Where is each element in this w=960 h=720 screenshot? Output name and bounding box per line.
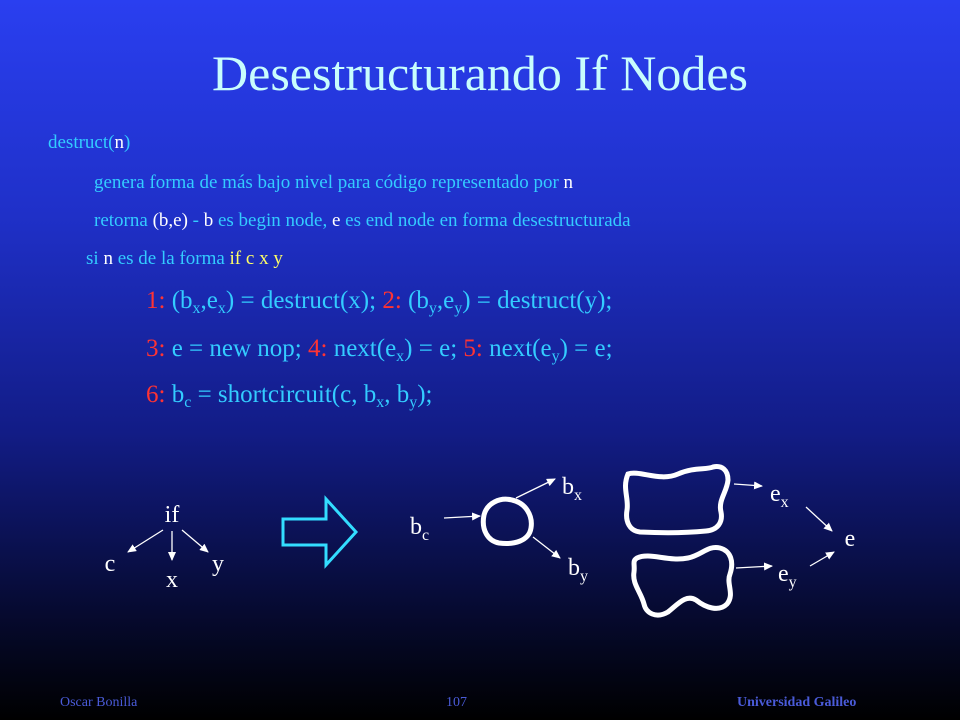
- text-fragment: ) = destruct(y);: [462, 287, 613, 314]
- text-fragment: es end node en forma desestructurada: [340, 210, 631, 231]
- edge-start-bx: [515, 478, 556, 499]
- step-number: 6:: [146, 381, 166, 408]
- text-fragment: (b: [165, 287, 193, 314]
- tree-node-x: x: [166, 567, 178, 593]
- text-fragment: next(e: [327, 335, 397, 362]
- text-fragment: b: [165, 381, 185, 408]
- text-fragment: n: [563, 172, 574, 193]
- label-ex: ex: [770, 481, 789, 511]
- text-fragment: (b: [401, 287, 429, 314]
- text-fragment: ): [123, 132, 131, 153]
- label-by: by: [568, 555, 588, 585]
- text-fragment: n: [114, 132, 124, 153]
- code-line-3: 6: bc = shortcircuit(c, bx, by);: [146, 381, 433, 411]
- step-number: 4:: [301, 335, 328, 362]
- tree-node-c: c: [105, 551, 116, 577]
- subscript: x: [376, 394, 385, 411]
- subscript: c: [184, 394, 192, 411]
- label-bx: bx: [562, 474, 582, 504]
- desc-line-destruct: destruct(n): [48, 132, 130, 154]
- text-fragment: (b,e): [152, 210, 188, 231]
- desc-line-genera: genera forma de más bajo nivel para códi…: [94, 172, 573, 194]
- if-tree: if c x y: [105, 502, 224, 593]
- text-fragment: ,e: [200, 287, 218, 314]
- text-fragment: e = new nop;: [165, 335, 302, 362]
- text-fragment: genera forma de más bajo nivel para códi…: [94, 172, 564, 193]
- step-number: 2:: [376, 287, 402, 314]
- label-ey: ey: [778, 561, 797, 591]
- tree-node-y: y: [212, 551, 224, 577]
- subscript: y: [454, 300, 463, 317]
- blob-start-node: [480, 496, 534, 546]
- text-fragment: e: [331, 210, 341, 231]
- desc-line-si: si n es de la forma if c x y: [86, 248, 283, 270]
- subscript: x: [396, 348, 405, 365]
- edge-ex-e: [805, 506, 833, 532]
- transform-arrow-icon: [281, 495, 359, 569]
- step-number: 5:: [457, 335, 483, 362]
- text-fragment: next(e: [482, 335, 552, 362]
- subscript: y: [428, 300, 437, 317]
- edge-blobx-ex: [733, 481, 763, 490]
- text-fragment: );: [417, 381, 433, 408]
- code-line-1: 1: (bx,ex) = destruct(x); 2: (by,ey) = d…: [146, 287, 613, 317]
- label-bc: bc: [410, 514, 429, 544]
- text-fragment: es begin node,: [213, 210, 332, 231]
- text-fragment: ) = e;: [559, 335, 613, 362]
- text-fragment: es de la forma: [112, 248, 230, 269]
- subscript: y: [409, 394, 418, 411]
- text-fragment: ) = destruct(x);: [225, 287, 377, 314]
- edge-bc-start: [443, 512, 481, 521]
- tree-edge-y: [181, 529, 209, 553]
- text-fragment: ) = e;: [404, 335, 458, 362]
- text-fragment: -: [187, 210, 204, 231]
- text-fragment: , b: [384, 381, 410, 408]
- edge-start-by: [532, 536, 561, 559]
- text-fragment: si: [86, 248, 104, 269]
- text-fragment: ,e: [436, 287, 455, 314]
- step-number: 1:: [146, 287, 166, 314]
- subscript: x: [217, 300, 226, 317]
- edge-ey-e: [809, 551, 835, 567]
- edge-bloby-ey: [735, 562, 773, 571]
- footer-institution: Universidad Galileo: [737, 695, 857, 710]
- slide-title: Desestructurando If Nodes: [212, 45, 748, 101]
- blob-x: [623, 464, 731, 536]
- subscript: y: [551, 348, 560, 365]
- text-fragment: destruct(: [48, 132, 115, 153]
- step-number: 3:: [146, 335, 166, 362]
- footer-page-number: 107: [446, 695, 467, 710]
- text-fragment: n: [103, 248, 113, 269]
- text-fragment: retorna: [94, 210, 153, 231]
- code-line-2: 3: e = new nop; 4: next(ex) = e; 5: next…: [146, 335, 613, 365]
- tree-node-if: if: [165, 502, 180, 528]
- text-fragment: b: [203, 210, 214, 231]
- desc-line-retorna: retorna (b,e) - b es begin node, e es en…: [94, 210, 631, 232]
- text-fragment: = shortcircuit(c, b: [191, 381, 377, 408]
- tree-edge-c: [127, 529, 164, 553]
- text-fragment: if c x y: [229, 248, 283, 269]
- subscript: x: [192, 300, 201, 317]
- footer-author: Oscar Bonilla: [60, 695, 138, 710]
- label-e: e: [845, 526, 856, 552]
- blob-y: [631, 544, 735, 618]
